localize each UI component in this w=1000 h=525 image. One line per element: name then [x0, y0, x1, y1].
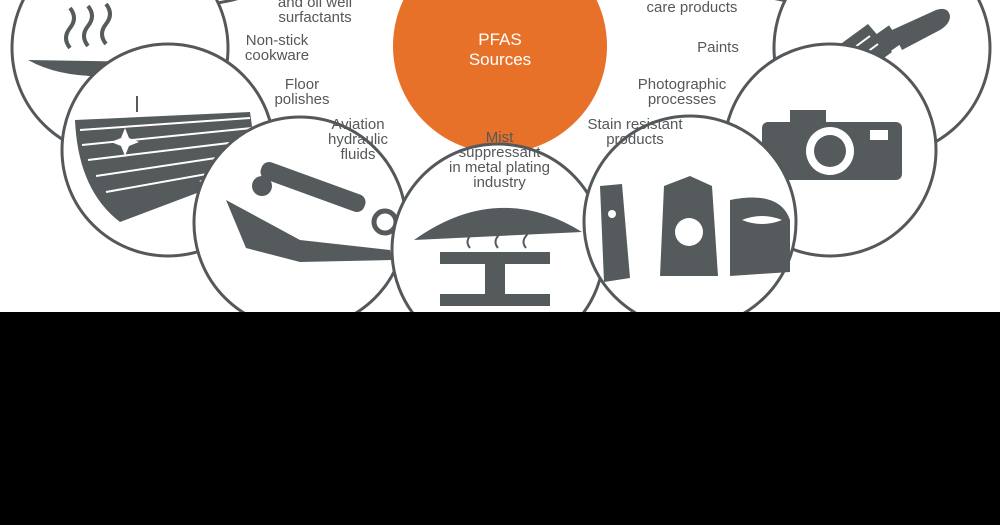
black-letterbox-area — [0, 312, 1000, 525]
metal-plating-beam-icon — [390, 142, 606, 312]
infographic-art — [10, 0, 992, 312]
label-aviation-hydraulic-fluids: Aviation hydraulic fluids — [327, 116, 389, 163]
hub-label: PFAS Sources — [468, 30, 532, 69]
label-oil-well-surfactants: and oil well surfactants — [277, 0, 353, 26]
stain-spray-icon — [582, 114, 798, 312]
label-mist-suppressant: Mist suppressant in metal plating indust… — [449, 129, 550, 191]
label-non-stick-cookware: Non-stick cookware — [244, 32, 310, 64]
label-personal-care-products: care products — [646, 0, 738, 16]
hub-circle — [393, 0, 607, 153]
label-floor-polishes: Floor polishes — [274, 76, 330, 108]
label-photographic-processes: Photographic processes — [637, 76, 727, 108]
label-stain-resistant-products: Stain resistant products — [587, 116, 683, 148]
label-paints: Paints — [697, 39, 739, 56]
pfas-infographic: PFAS Sources and oil well surfactants ca… — [0, 0, 1000, 312]
